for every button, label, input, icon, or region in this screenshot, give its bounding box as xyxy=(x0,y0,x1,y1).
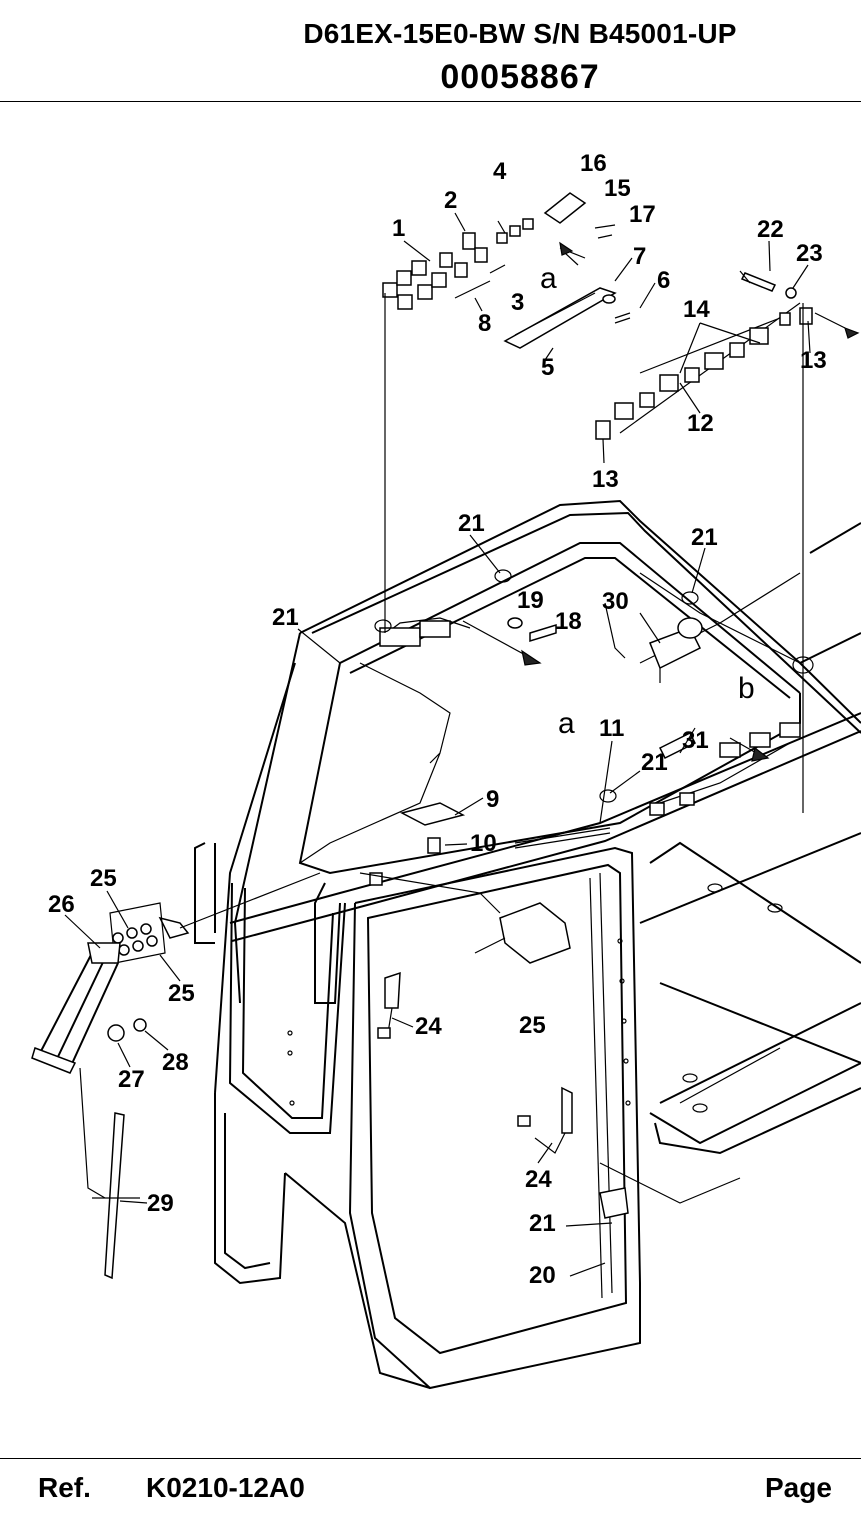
callout-16: 16 xyxy=(580,150,607,177)
callout-20: 20 xyxy=(529,1262,556,1289)
callout-24-upper: 24 xyxy=(415,1013,442,1040)
callout-21-roof-right: 21 xyxy=(691,524,718,551)
page-label: Page xyxy=(765,1472,832,1503)
part-number-title: 00058867 xyxy=(440,58,600,96)
view-letter-b: b xyxy=(738,672,755,705)
callout-13-right: 13 xyxy=(800,347,827,374)
callout-labels: 1 2 3 4 5 6 7 8 9 10 11 12 13 13 14 15 1… xyxy=(48,150,827,1289)
view-reference-letters: a a b xyxy=(540,262,755,740)
callout-25-bottom: 25 xyxy=(168,980,195,1007)
exploded-parts-diagram: 1 2 3 4 5 6 7 8 9 10 11 12 13 13 14 15 1… xyxy=(0,103,861,1443)
model-serial-title: D61EX-15E0-BW S/N B45001-UP xyxy=(303,18,737,49)
callout-19: 19 xyxy=(517,587,544,614)
door-and-lamp-parts xyxy=(359,802,741,1219)
relay-harness-assembly xyxy=(595,270,860,813)
header-divider xyxy=(0,101,861,102)
callout-31: 31 xyxy=(682,727,709,754)
callout-21-front: 21 xyxy=(272,604,299,631)
cab-frame-drawing: 1 2 3 4 5 6 7 8 9 10 11 12 13 13 14 15 1… xyxy=(31,150,861,1390)
callout-29: 29 xyxy=(147,1190,174,1217)
callout-1: 1 xyxy=(392,215,405,242)
page-footer: Ref. K0210-12A0 Page xyxy=(0,1460,861,1534)
callout-7: 7 xyxy=(633,243,646,270)
callout-28: 28 xyxy=(162,1049,189,1076)
cab-frame xyxy=(194,499,861,1390)
callout-27: 27 xyxy=(118,1066,145,1093)
callout-21-door: 21 xyxy=(641,749,668,776)
roof-wiring-harness xyxy=(299,572,801,886)
view-letter-a-top: a xyxy=(540,262,557,295)
callout-15: 15 xyxy=(604,175,631,202)
callout-6: 6 xyxy=(657,267,670,294)
callout-4: 4 xyxy=(493,158,507,185)
callout-25-lock: 25 xyxy=(519,1012,546,1039)
callout-21-roof-left: 21 xyxy=(458,510,485,537)
callout-30: 30 xyxy=(602,588,629,615)
callout-17: 17 xyxy=(629,201,656,228)
callout-23: 23 xyxy=(796,240,823,267)
callout-25-top: 25 xyxy=(90,865,117,892)
ref-label: Ref. xyxy=(38,1472,91,1503)
ref-code: K0210-12A0 xyxy=(146,1472,305,1503)
wiper-motor-assembly xyxy=(374,241,814,803)
leader-lines xyxy=(64,212,811,1277)
callout-18: 18 xyxy=(555,608,582,635)
callout-5: 5 xyxy=(541,354,554,381)
callout-8: 8 xyxy=(478,310,491,337)
callout-13-left: 13 xyxy=(592,466,619,493)
callout-14: 14 xyxy=(683,296,710,323)
callout-2: 2 xyxy=(444,187,457,214)
footer-divider xyxy=(0,1458,861,1459)
callout-3: 3 xyxy=(511,289,524,316)
switch-panel-assembly xyxy=(382,192,631,633)
callout-21-hinge: 21 xyxy=(529,1210,556,1237)
callout-12: 12 xyxy=(687,410,714,437)
callout-24-lower: 24 xyxy=(525,1166,552,1193)
callout-11: 11 xyxy=(599,715,624,742)
page-header: D61EX-15E0-BW S/N B45001-UP 00058867 xyxy=(0,0,861,102)
callout-26: 26 xyxy=(48,891,75,918)
callout-22: 22 xyxy=(757,216,784,243)
wiper-arm-assembly xyxy=(31,872,321,1280)
view-letter-a-roof: a xyxy=(558,707,575,740)
callout-10: 10 xyxy=(470,830,497,857)
callout-9: 9 xyxy=(486,786,499,813)
